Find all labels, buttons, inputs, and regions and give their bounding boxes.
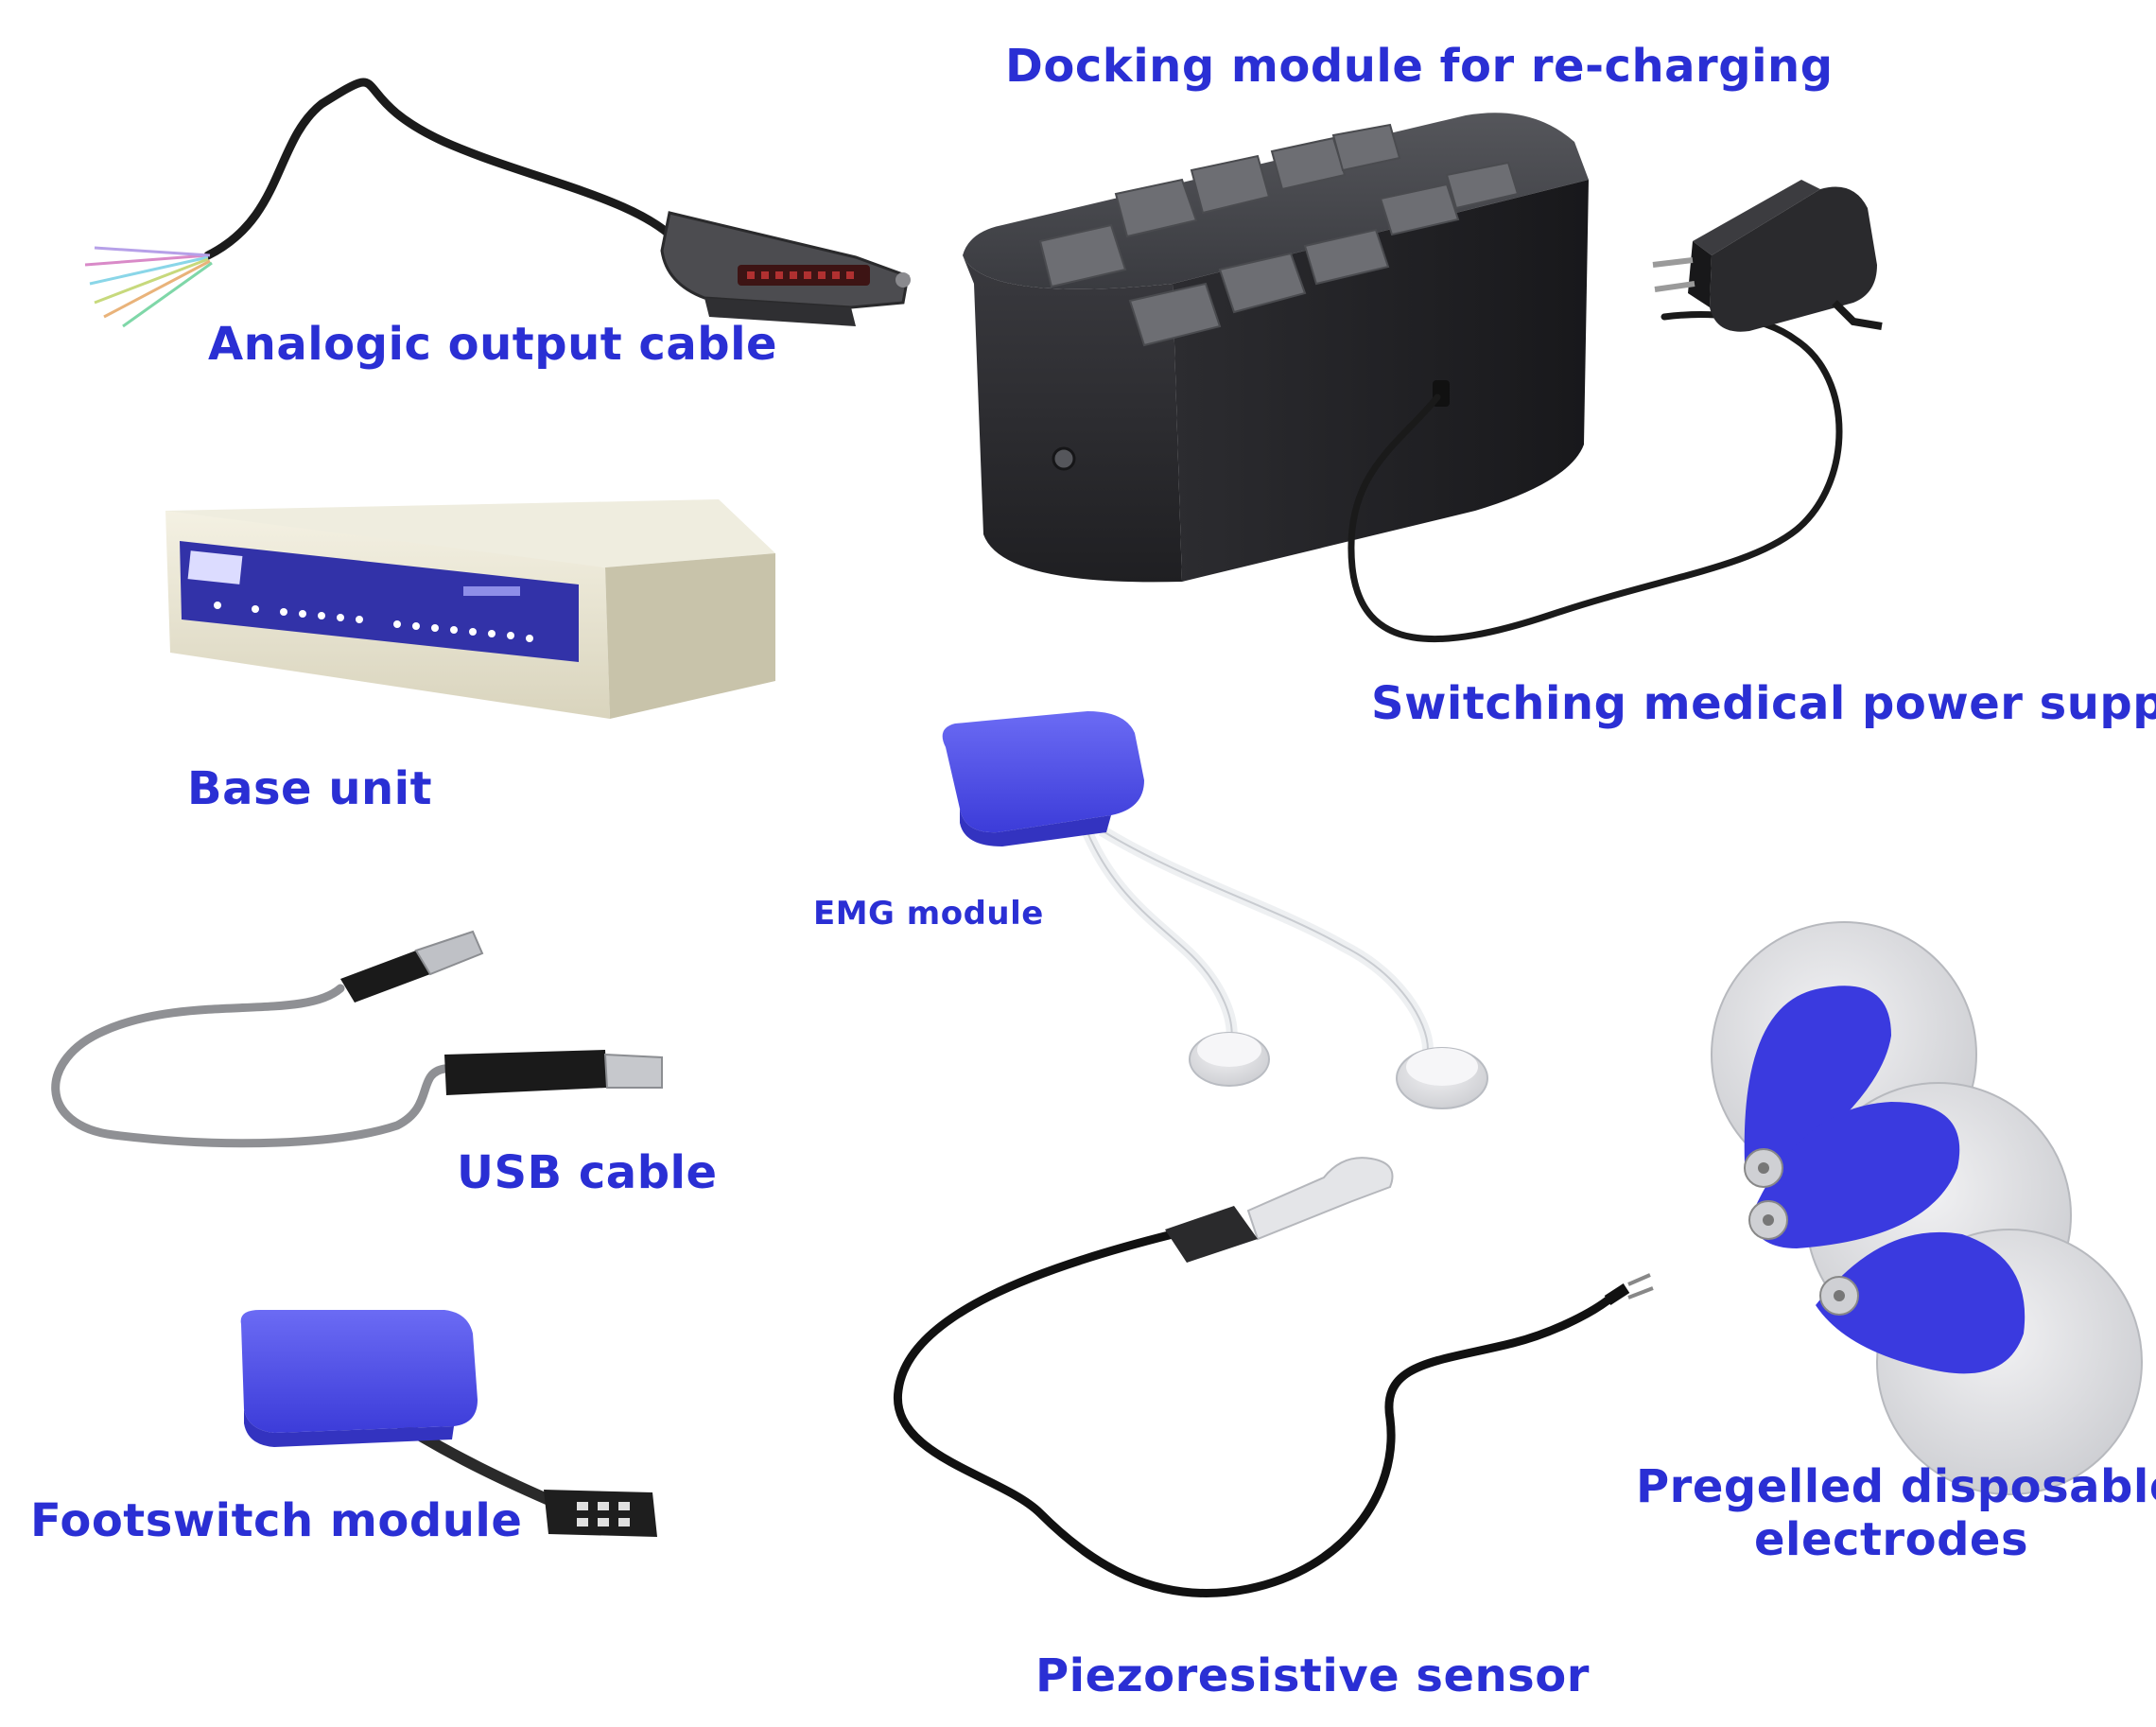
piezoresistive-sensor xyxy=(894,1157,1654,1597)
pregelled-disposable-electrodes xyxy=(1711,921,2143,1495)
label-pregelled-line2: electrodes xyxy=(1753,1513,2029,1566)
label-usb-cable: USB cable xyxy=(457,1146,718,1199)
label-base-unit: Base unit xyxy=(187,762,433,815)
label-analogic-output-cable: Analogic output cable xyxy=(208,318,778,371)
analogic-output-cable xyxy=(84,78,911,328)
label-docking-module: Docking module for re-charging xyxy=(1005,40,1834,93)
docking-module xyxy=(963,113,1589,583)
emg-module xyxy=(942,711,1488,1109)
switching-medical-power-supply xyxy=(1348,180,1883,643)
footswitch-module xyxy=(240,1310,657,1537)
label-switching-power-supply: Switching medical power supply xyxy=(1371,677,2156,730)
label-pregelled-line1: Pregelled disposable xyxy=(1636,1460,2156,1513)
usb-cable xyxy=(51,930,663,1148)
base-unit xyxy=(165,499,775,719)
label-piezoresistive-sensor: Piezoresistive sensor xyxy=(1035,1649,1590,1702)
label-emg-module: EMG module xyxy=(813,895,1044,933)
label-pregelled-electrodes: Pregelled disposable electrodes xyxy=(1636,1460,2156,1566)
label-footswitch-module: Footswitch module xyxy=(30,1494,523,1547)
